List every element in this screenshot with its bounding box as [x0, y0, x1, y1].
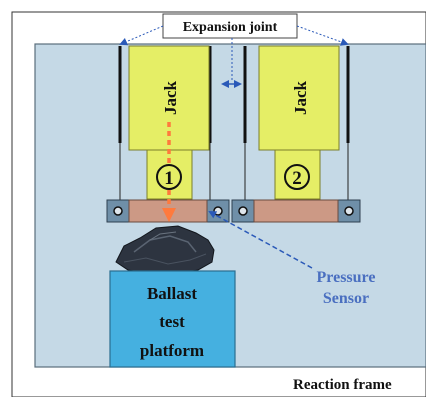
expansion-joint-label: Expansion joint [183, 20, 278, 35]
jack-2-body [258, 45, 340, 151]
platform-label-line2: test [159, 312, 185, 331]
ballast-stone [115, 225, 215, 275]
platform-label-line1: Ballast [147, 284, 197, 303]
pressure-sensor-plate-2 [253, 199, 339, 223]
jack-2-piston [274, 149, 321, 200]
jack-2-label: Jack [291, 80, 310, 115]
jack-1-number-badge: 1 [156, 164, 182, 190]
expansion-joint-label-box [162, 13, 298, 39]
reaction-frame-label: Reaction frame [293, 377, 392, 393]
bolt-icon [238, 206, 248, 216]
bolt-icon [113, 206, 123, 216]
pressure-sensor-label-line2: Sensor [323, 290, 369, 307]
rods [118, 46, 350, 200]
jack-2-number: 2 [292, 168, 302, 189]
jack-1-label: Jack [161, 80, 180, 115]
jack-1-number: 1 [164, 168, 174, 189]
bolt-icon [213, 206, 223, 216]
expansion-joint-leaders [119, 25, 349, 88]
pressure-sensor-leader [208, 211, 313, 269]
jack-2 [258, 45, 340, 200]
pressure-sensor-label-line1: Pressure [317, 269, 376, 286]
jack-2-number-badge: 2 [284, 164, 310, 190]
platform-label-line3: platform [140, 341, 204, 360]
bolt-icon [344, 206, 354, 216]
ballast-test-platform [109, 270, 236, 368]
bearing-plate-row [106, 199, 361, 223]
